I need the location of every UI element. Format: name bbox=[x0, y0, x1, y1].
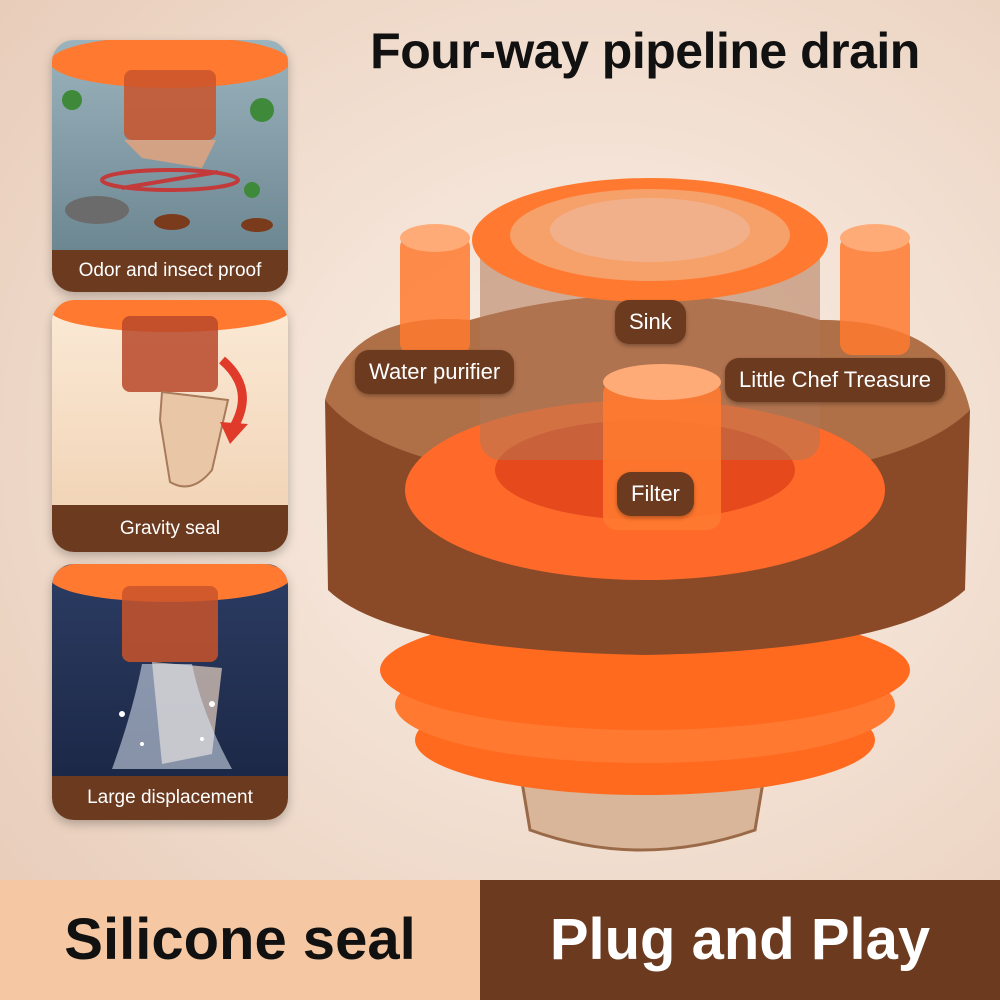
odor-scene-image bbox=[52, 40, 288, 250]
banner-plug-and-play: Plug and Play bbox=[480, 880, 1000, 1000]
label-water-purifier: Water purifier bbox=[355, 350, 515, 394]
feature-panel-odor: Odor and insect proof bbox=[52, 40, 288, 292]
label-filter: Filter bbox=[617, 472, 694, 516]
feature-panel-displacement: Large displacement bbox=[52, 564, 288, 820]
drain-product-illustration: Sink Water purifier Little Chef Treasure… bbox=[300, 150, 1000, 870]
panel-caption-displacement: Large displacement bbox=[52, 776, 288, 820]
label-little-chef-treasure: Little Chef Treasure bbox=[725, 358, 945, 402]
banner-silicone-seal: Silicone seal bbox=[0, 880, 480, 1000]
page-title: Four-way pipeline drain bbox=[370, 23, 920, 79]
label-sink: Sink bbox=[615, 300, 686, 344]
panel-caption-odor: Odor and insect proof bbox=[52, 250, 288, 292]
gravity-scene-image bbox=[52, 300, 288, 505]
feature-panel-gravity: Gravity seal bbox=[52, 300, 288, 552]
displacement-scene-image bbox=[52, 564, 288, 776]
panel-caption-gravity: Gravity seal bbox=[52, 505, 288, 552]
